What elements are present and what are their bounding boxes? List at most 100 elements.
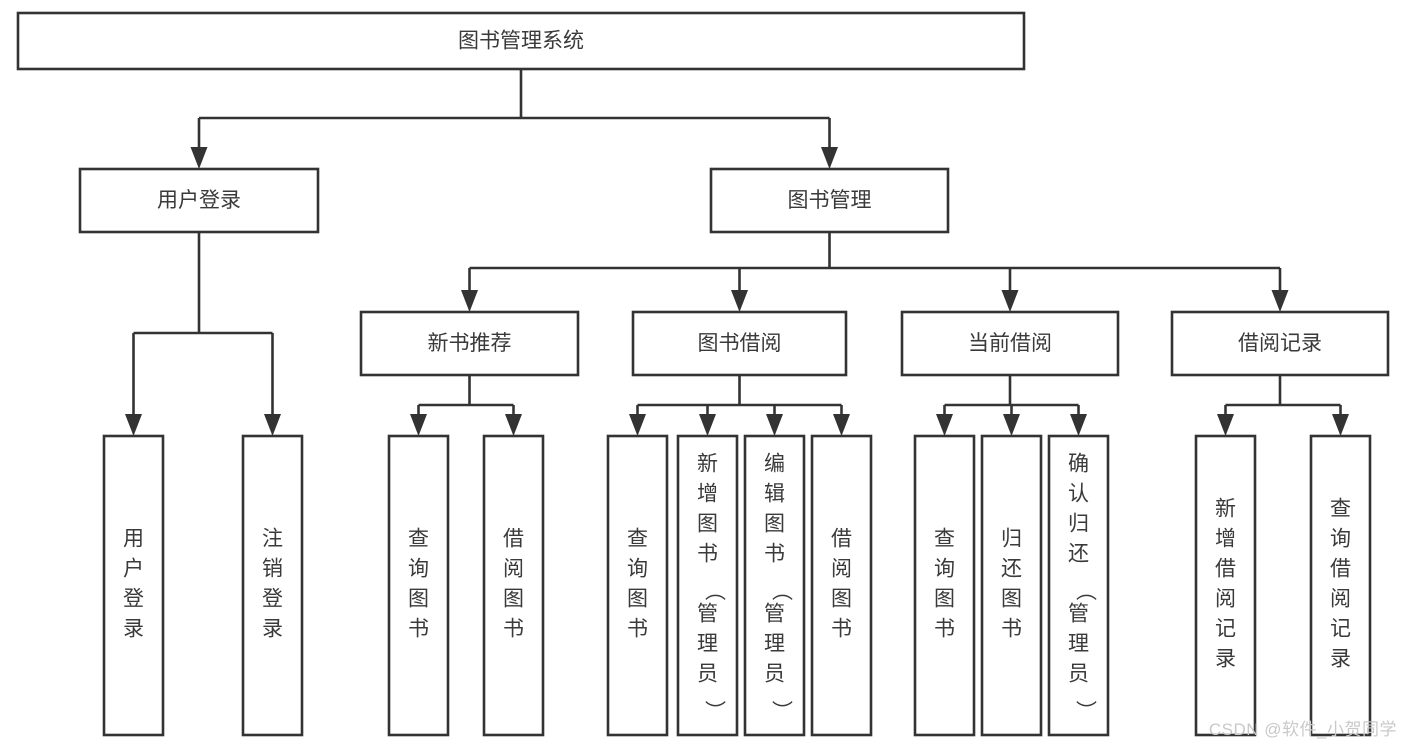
- svg-text:（: （: [1074, 580, 1097, 601]
- svg-text:书: 书: [831, 618, 852, 641]
- svg-text:阅: 阅: [1330, 588, 1351, 611]
- node-box[interactable]: [913, 434, 976, 737]
- svg-text:阅: 阅: [831, 558, 852, 581]
- edge-group-bookmgmt: [461, 232, 1289, 312]
- node-box[interactable]: [1309, 434, 1372, 737]
- svg-text:图: 图: [408, 588, 429, 611]
- node-bookmgmt[interactable]: 图书管理: [709, 167, 950, 234]
- svg-text:询: 询: [934, 558, 955, 581]
- edge-group-borrow: [629, 375, 850, 436]
- node-box[interactable]: [387, 434, 450, 737]
- node-newbook[interactable]: 新书推荐: [359, 310, 580, 377]
- arrow-head-icon: [125, 414, 142, 436]
- node-box[interactable]: [78, 167, 320, 234]
- node-current[interactable]: 当前借阅: [900, 310, 1120, 377]
- svg-text:）: ）: [1074, 700, 1097, 721]
- svg-text:录: 录: [1330, 648, 1351, 671]
- arrow-head-icon: [461, 290, 478, 312]
- arrow-head-icon: [264, 414, 281, 436]
- svg-text:记: 记: [1215, 618, 1236, 641]
- svg-text:理: 理: [764, 633, 785, 656]
- node-leaf-login[interactable]: 用户登录: [102, 434, 165, 737]
- svg-text:新: 新: [1215, 498, 1236, 521]
- svg-text:图: 图: [934, 588, 955, 611]
- node-box[interactable]: [743, 434, 806, 737]
- svg-text:录: 录: [1215, 648, 1236, 671]
- node-box[interactable]: [631, 310, 848, 377]
- edge-layer: [125, 69, 1349, 436]
- node-box[interactable]: [980, 434, 1043, 737]
- node-box[interactable]: [359, 310, 580, 377]
- node-box[interactable]: [482, 434, 545, 737]
- svg-text:录: 录: [262, 618, 283, 641]
- svg-text:户: 户: [123, 558, 144, 581]
- edge-group-root: [190, 69, 838, 169]
- node-box[interactable]: [102, 434, 165, 737]
- node-box[interactable]: [16, 11, 1026, 71]
- svg-text:书: 书: [697, 543, 718, 566]
- node-box[interactable]: [709, 167, 950, 234]
- node-box[interactable]: [1194, 434, 1257, 737]
- arrow-head-icon: [936, 414, 953, 436]
- svg-text:询: 询: [1330, 528, 1351, 551]
- svg-text:增: 增: [1215, 528, 1236, 551]
- svg-text:记: 记: [1330, 618, 1351, 641]
- svg-text:理: 理: [1068, 633, 1089, 656]
- node-box[interactable]: [606, 434, 669, 737]
- node-box[interactable]: [1170, 310, 1390, 377]
- svg-text:增: 增: [697, 483, 718, 506]
- edge-group-records: [1217, 375, 1349, 436]
- svg-text:书: 书: [934, 618, 955, 641]
- node-label: 新书推荐: [428, 332, 512, 355]
- arrow-head-icon: [1070, 414, 1087, 436]
- node-box[interactable]: [1047, 434, 1110, 737]
- svg-text:阅: 阅: [503, 558, 524, 581]
- svg-text:员: 员: [764, 663, 785, 686]
- node-box[interactable]: [810, 434, 873, 737]
- arrow-head-icon: [1003, 414, 1020, 436]
- node-box[interactable]: [900, 310, 1120, 377]
- node-records[interactable]: 借阅记录: [1170, 310, 1390, 377]
- svg-text:新: 新: [697, 453, 718, 476]
- node-label: 图书管理: [788, 189, 872, 212]
- edge-group-login: [125, 232, 281, 436]
- arrow-head-icon: [766, 414, 783, 436]
- svg-text:理: 理: [697, 633, 718, 656]
- svg-text:书: 书: [503, 618, 524, 641]
- svg-text:辑: 辑: [764, 483, 785, 506]
- arrow-head-icon: [629, 414, 646, 436]
- svg-text:管: 管: [697, 603, 718, 626]
- node-root[interactable]: 图书管理系统: [16, 11, 1026, 71]
- svg-text:归: 归: [1001, 528, 1022, 551]
- svg-text:借: 借: [1330, 558, 1351, 581]
- svg-text:查: 查: [408, 528, 429, 551]
- node-box[interactable]: [241, 434, 304, 737]
- node-box[interactable]: [676, 434, 739, 737]
- svg-text:图: 图: [764, 513, 785, 536]
- svg-text:书: 书: [408, 618, 429, 641]
- node-borrow[interactable]: 图书借阅: [631, 310, 848, 377]
- node-login[interactable]: 用户登录: [78, 167, 320, 234]
- svg-text:借: 借: [831, 528, 852, 551]
- svg-text:管: 管: [764, 603, 785, 626]
